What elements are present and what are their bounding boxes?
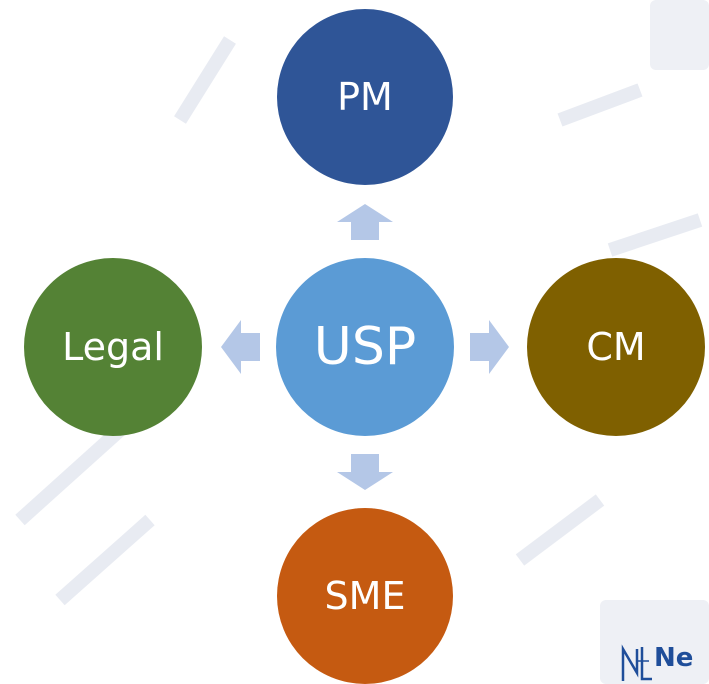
node-sme-label: SME <box>324 574 406 618</box>
node-legal-label: Legal <box>62 325 164 369</box>
logo-text: Ne <box>654 643 694 673</box>
arrow-right <box>470 320 509 374</box>
arrow-down <box>337 454 393 490</box>
node-usp-label: USP <box>313 317 417 377</box>
logo-mark-icon <box>621 644 652 681</box>
company-logo: Ne <box>620 643 709 684</box>
node-sme: SME <box>277 508 453 684</box>
node-cm-label: CM <box>586 325 646 369</box>
watermark-blocks <box>600 0 709 684</box>
node-pm: PM <box>277 9 453 185</box>
watermark-shapes <box>15 36 703 606</box>
arrow-left <box>221 320 260 374</box>
node-cm: CM <box>527 258 705 436</box>
node-pm-label: PM <box>337 75 393 119</box>
node-usp: USP <box>276 258 454 436</box>
node-legal: Legal <box>24 258 202 436</box>
arrow-up <box>337 204 393 240</box>
